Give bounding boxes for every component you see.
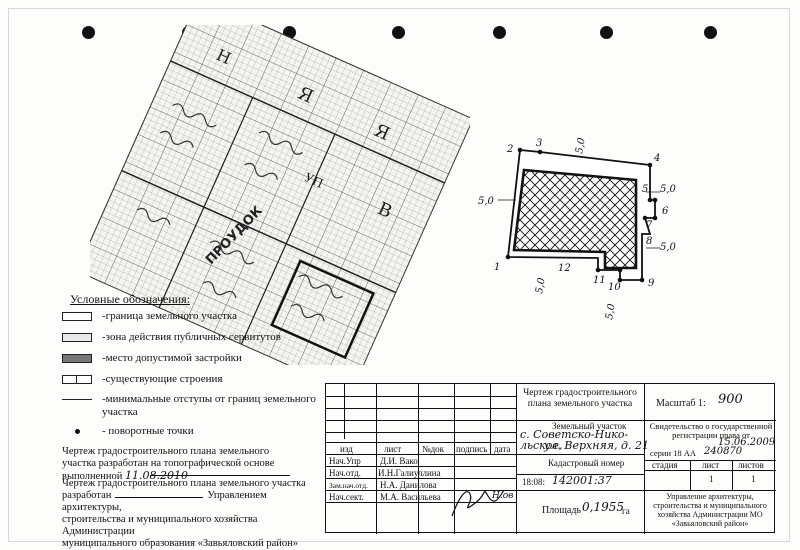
organization-name: Управление архитектуры, строительства и … <box>653 492 767 528</box>
turning-point <box>595 267 601 273</box>
legend-label: -зона действия публичных сервитутов <box>102 331 281 343</box>
sheet-frame <box>8 8 790 542</box>
turning-point <box>639 277 645 283</box>
dimension-label: 5,0 <box>574 136 588 154</box>
certificate-label: Свидетельство о государственной регистра… <box>649 421 773 440</box>
turning-point <box>617 267 623 273</box>
role-label: Нач.сект. <box>329 492 364 502</box>
legend-swatch-boundary <box>62 311 92 321</box>
legend-item: -граница земельного участка <box>62 310 237 322</box>
dimension-label: 5,0 <box>660 242 677 253</box>
turning-point <box>517 147 523 153</box>
turning-point <box>617 277 623 283</box>
column-header: подпись <box>456 444 488 454</box>
stage-header: стадия <box>652 460 678 470</box>
turning-point <box>537 149 543 155</box>
legend-title: Условные обозначения: <box>70 292 191 306</box>
turning-point <box>647 162 653 168</box>
column-header: дата <box>494 444 511 454</box>
role-label: Нач.отд. <box>329 468 361 478</box>
point-label: 3 <box>536 138 542 149</box>
dimension-label: 5,0 <box>604 302 618 320</box>
parcel-address-1: с. Советско-Нико- <box>520 428 629 441</box>
legend-item: - поворотные точки <box>62 425 194 437</box>
legend-item: -место допустимой застройки <box>62 352 242 364</box>
legend-swatch-servitude <box>62 332 92 342</box>
column-header: №док <box>422 444 445 454</box>
dimension-label: 5,0 <box>534 276 548 294</box>
turning-point <box>647 197 653 203</box>
stage-header: лист <box>702 460 720 470</box>
legend-swatch-buildable <box>62 353 92 363</box>
parcel-label: Земельный участок <box>552 421 627 431</box>
title-block: изд лист №док подпись дата Нач.Упр Нач.о… <box>325 383 776 534</box>
certificate-date: 15.06.2009 <box>718 437 776 448</box>
stage-value: 1 <box>709 474 714 484</box>
point-label: 2 <box>506 144 513 155</box>
person-name: И.Н.Галиуллина <box>378 468 441 478</box>
legend-label: - поворотные точки <box>102 425 194 437</box>
role-label: Зам.нач.отд. <box>329 481 368 490</box>
role-label: Нач.Упр <box>329 456 361 466</box>
parcel-plan: 1 2 3 4 5 6 7 8 9 10 11 12 5,0 5,0 5,0 5… <box>478 136 677 320</box>
survey-fragment: Н Я Я УП В ПРОУДОК <box>90 25 470 365</box>
point-label: 6 <box>662 206 669 217</box>
column-header: лист <box>384 444 402 454</box>
cadastral-label: Кадастровый номер <box>548 458 625 468</box>
point-label: 12 <box>558 263 571 274</box>
legend-label: -существующие строения <box>102 373 223 385</box>
dimension-label: 5,0 <box>660 184 677 195</box>
turning-point <box>652 215 658 221</box>
binder-hole <box>82 26 95 39</box>
parcel-address-2: льское, <box>520 439 563 452</box>
drawing-title: Чертеж градостроительного плана земельно… <box>523 388 637 409</box>
turning-point <box>505 254 511 260</box>
binder-hole <box>704 26 717 39</box>
point-label: 4 <box>653 153 660 164</box>
legend-label: -место допустимой застройки <box>102 352 242 364</box>
certificate-number: 240870 <box>704 446 743 457</box>
stage-value: 1 <box>751 474 756 484</box>
buildable-zone <box>512 168 638 270</box>
scale-label: Масштаб 1: <box>656 398 706 409</box>
point-label: 9 <box>648 278 655 289</box>
cadastral-prefix: 18:08: <box>522 477 546 487</box>
binder-hole <box>600 26 613 39</box>
legend-label: -граница земельного участка <box>102 310 237 322</box>
area-unit: га <box>622 506 630 516</box>
legend-swatch-buildings <box>62 374 92 384</box>
legend-swatch-point <box>62 428 92 434</box>
signature: Н.ов <box>451 489 513 517</box>
cadastral-number: 142001:37 <box>552 474 612 487</box>
legend-item: -зона действия публичных сервитутов <box>62 331 281 343</box>
dimension-label: 5,0 <box>478 196 495 207</box>
signature-text: Н.ов <box>491 491 513 501</box>
certificate-series: серии 18 АА <box>650 448 697 458</box>
column-header: изд <box>340 444 353 454</box>
stage-header: листов <box>738 460 764 470</box>
area-value: 0,1955 <box>582 500 624 514</box>
area-label: Площадь <box>542 505 581 516</box>
legend-item: -существующие строения <box>62 373 222 385</box>
person-name: Н.А. Данилова <box>380 480 437 490</box>
point-label: 7 <box>646 220 653 231</box>
scale-value: 900 <box>718 392 743 407</box>
binder-hole <box>493 26 506 39</box>
legend-label: -минимальные отступы от границ земельног… <box>102 393 316 418</box>
turning-point <box>652 197 658 203</box>
underline <box>150 475 290 476</box>
point-label: 8 <box>646 236 652 247</box>
legend-item: -минимальные отступы от границ земельног… <box>62 393 322 419</box>
dev-note: Чертеж градостроительного плана земельно… <box>62 478 306 549</box>
person-name: Д.И. Вако <box>380 456 418 466</box>
binder-hole <box>392 26 405 39</box>
legend-swatch-setback <box>62 399 92 400</box>
point-label: 1 <box>494 262 500 273</box>
turning-point <box>642 215 648 221</box>
point-label: 11 <box>593 275 606 286</box>
point-label: 10 <box>608 282 621 293</box>
point-label: 5 <box>642 184 648 195</box>
person-name: М.А. Васильева <box>380 492 441 502</box>
parcel-address-3: ул. Верхняя, д. 21 <box>544 439 649 452</box>
